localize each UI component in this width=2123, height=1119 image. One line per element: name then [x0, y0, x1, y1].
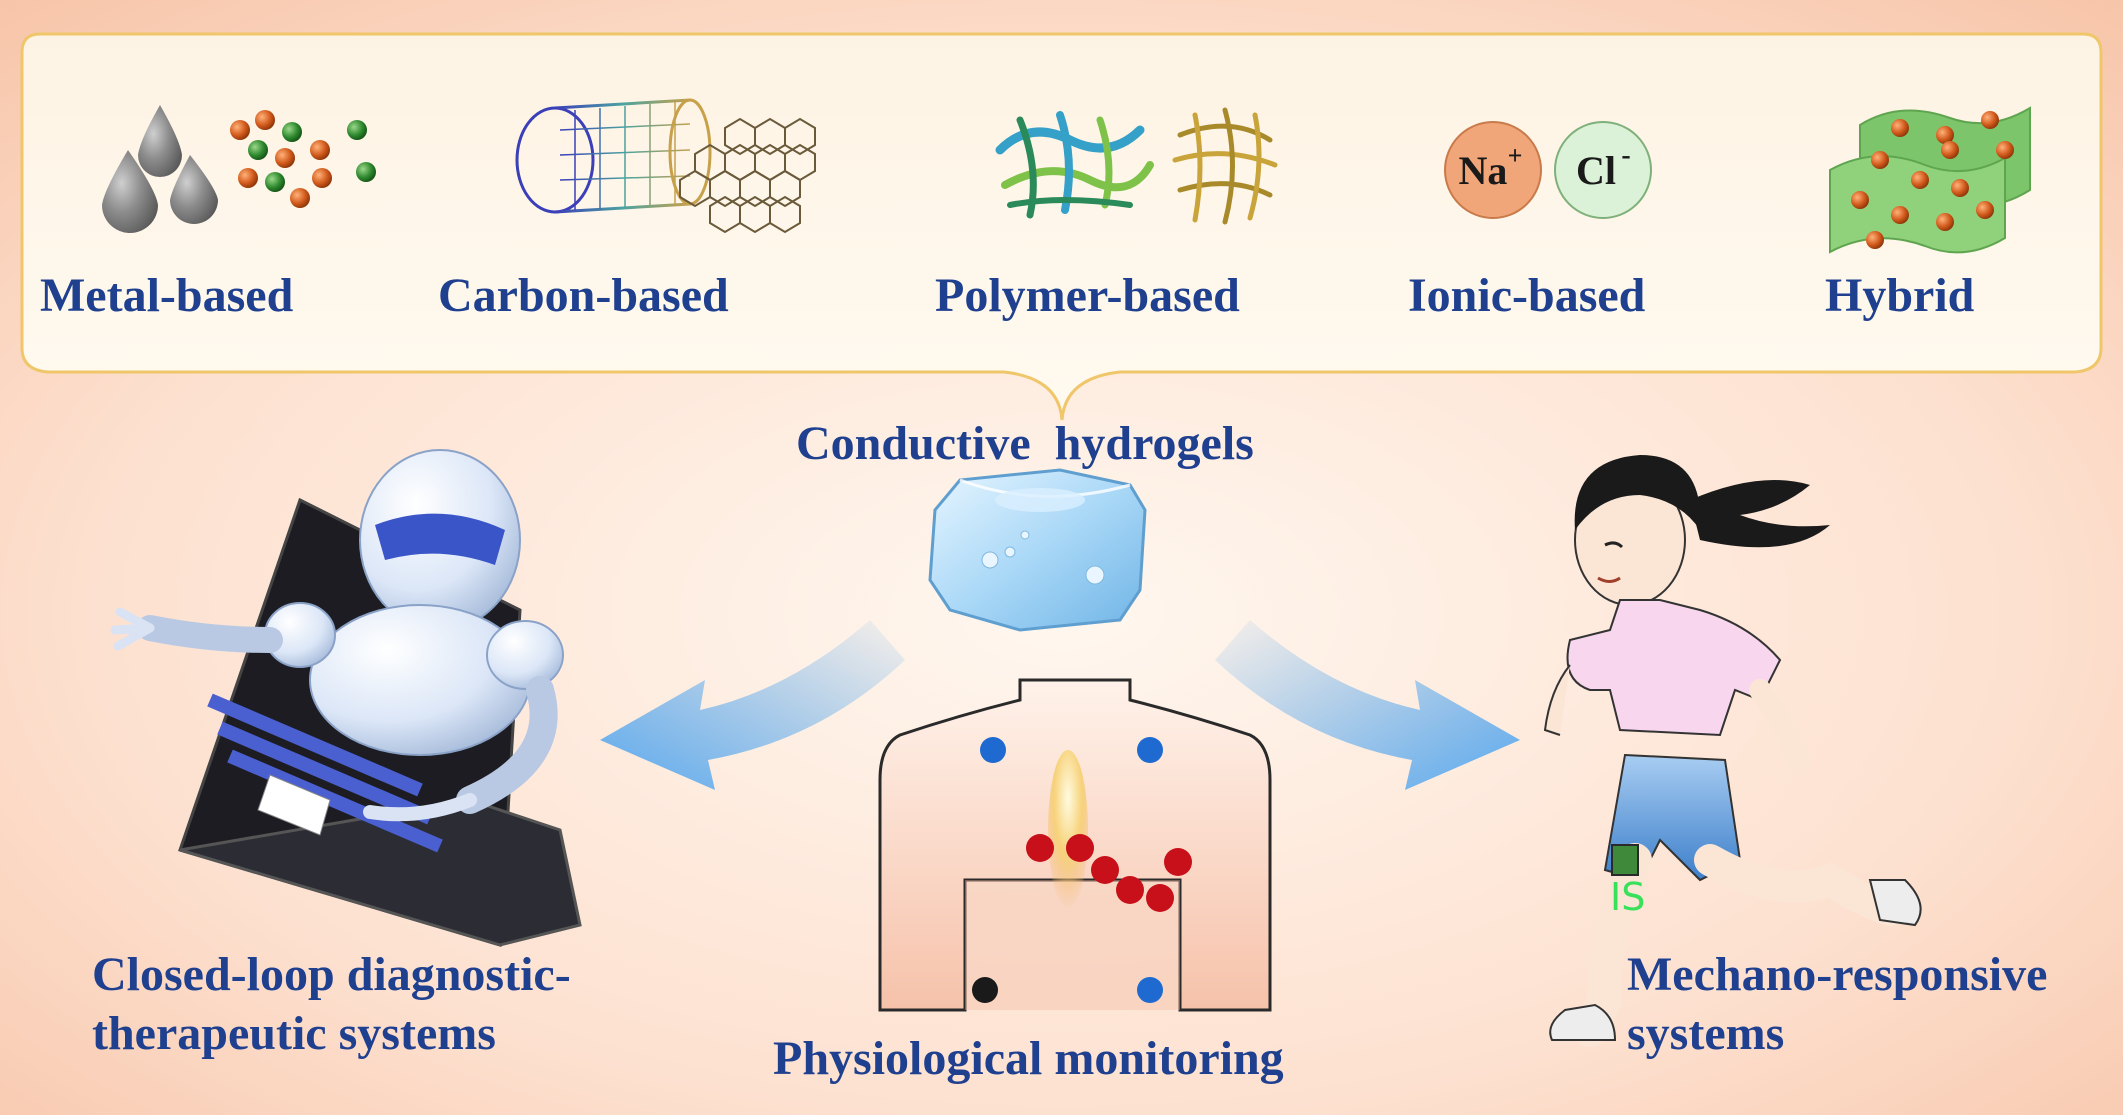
running-girl-icon: IS	[1543, 455, 1922, 1047]
electrode-red	[1164, 848, 1192, 876]
arrow-to-mechano-icon	[1215, 620, 1520, 790]
chloride-symbol: Cl	[1576, 148, 1616, 193]
chloride-charge: -	[1621, 140, 1630, 171]
torso-ecg-icon	[878, 678, 1272, 1012]
category-label-hybrid: Hybrid	[1825, 269, 1975, 322]
sensor-tag: IS	[1610, 875, 1645, 919]
category-label-ionic: Ionic-based	[1408, 269, 1646, 322]
electrode-blue	[1137, 977, 1163, 1003]
electrode-red	[1146, 884, 1174, 912]
polymer-network-icon	[995, 107, 1278, 225]
application-label-mechano-line2: systems	[1627, 1006, 1785, 1060]
application-label-closed-loop-line1: Closed-loop diagnostic-	[92, 948, 571, 1001]
sodium-ion-icon	[1444, 121, 1542, 219]
application-label-closed-loop: Closed-loop diagnostic- therapeutic syst…	[92, 946, 571, 1063]
electrode-black	[972, 977, 998, 1003]
category-label-polymer: Polymer-based	[935, 269, 1240, 322]
arrow-to-closed-loop-icon	[600, 620, 905, 790]
electrode-blue	[1137, 737, 1163, 763]
carbon-nanotube-graphene-icon	[515, 98, 816, 234]
sodium-charge: +	[1508, 141, 1523, 170]
ion-pair-icon: Na + Cl -	[1444, 121, 1652, 219]
category-label-metal: Metal-based	[40, 269, 294, 322]
materials-panel	[20, 32, 2103, 421]
sodium-symbol: Na	[1459, 148, 1508, 193]
electrode-red	[1116, 876, 1144, 904]
electrode-red	[1026, 834, 1054, 862]
electrode-blue	[980, 737, 1006, 763]
metal-droplets-nanoparticles-icon	[102, 105, 376, 233]
robot-laptop-icon	[110, 449, 582, 947]
electrode-red	[1091, 856, 1119, 884]
center-label: Conductive hydrogels	[796, 417, 1254, 470]
chloride-ion-icon	[1554, 121, 1652, 219]
electrode-red	[1066, 834, 1094, 862]
application-label-mechano: Mechano-responsive systems	[1627, 946, 2047, 1063]
category-label-carbon: Carbon-based	[438, 269, 729, 322]
hybrid-sheets-icon	[1829, 106, 2031, 254]
application-label-closed-loop-line2: therapeutic systems	[92, 1006, 496, 1060]
application-label-mechano-line1: Mechano-responsive	[1627, 948, 2048, 1001]
sensor-patch-icon	[1611, 844, 1639, 876]
application-label-physiological: Physiological monitoring	[773, 1032, 1284, 1085]
hydrogel-block-icon	[928, 468, 1147, 632]
